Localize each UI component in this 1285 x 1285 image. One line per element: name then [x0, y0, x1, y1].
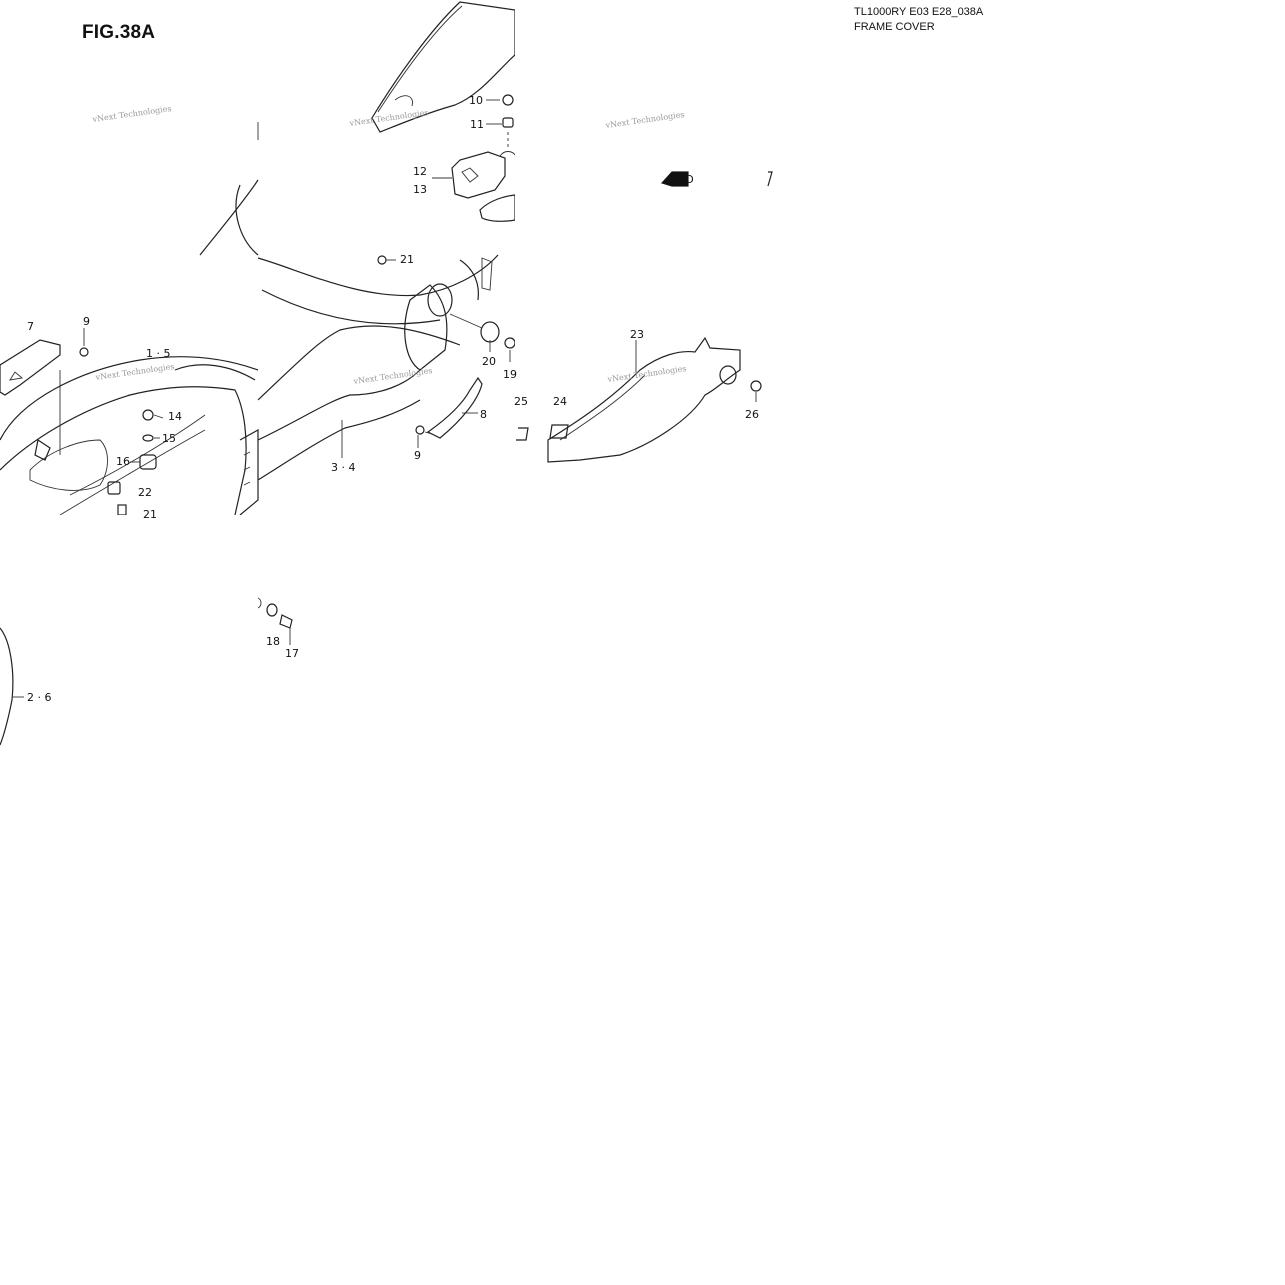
main-tile: [0, 1, 515, 515]
callout-8: 8: [480, 408, 487, 421]
callout-26: 26: [745, 408, 759, 421]
svg-text:vNext Technologies: vNext Technologies: [606, 364, 687, 384]
callout-14: 14: [168, 410, 182, 423]
callout-25: 25: [514, 395, 528, 408]
callout-18: 18: [266, 635, 280, 648]
callout-24: 24: [553, 395, 567, 408]
svg-text:vNext Technologies: vNext Technologies: [348, 108, 429, 128]
callout-10: 10: [469, 94, 483, 107]
callout-7: 7: [27, 320, 34, 333]
callout-labels: 10 11 12 13 21 7 9 1 · 5 14 15 16 22 21 …: [27, 94, 759, 704]
callout-9-left: 9: [83, 315, 90, 328]
callout-20: 20: [482, 355, 496, 368]
callout-1-5: 1 · 5: [146, 347, 171, 360]
lower-left-tile: [0, 627, 24, 746]
callout-19: 19: [503, 368, 517, 381]
watermarks: vNext Technologies vNext Technologies vN…: [91, 104, 687, 386]
figure-title: FIG.38A: [82, 22, 156, 43]
callout-16: 16: [116, 455, 130, 468]
cover-tile: [516, 171, 773, 463]
lower-middle-tile: [258, 597, 293, 645]
callout-17: 17: [285, 647, 299, 660]
callout-21-top: 21: [400, 253, 414, 266]
svg-text:vNext Technologies: vNext Technologies: [94, 362, 175, 382]
callout-9-right: 9: [414, 449, 421, 462]
callout-12: 12: [413, 165, 427, 178]
model-code: TL1000RY E03 E28_038A: [854, 6, 984, 18]
callout-23: 23: [630, 328, 644, 341]
callout-11: 11: [470, 118, 484, 131]
callout-13: 13: [413, 183, 427, 196]
callout-22: 22: [138, 486, 152, 499]
section-name: FRAME COVER: [854, 21, 935, 33]
callout-15: 15: [162, 432, 176, 445]
svg-text:vNext Technologies: vNext Technologies: [91, 104, 172, 124]
front-arrow-label: FWD: [668, 173, 694, 186]
callout-2-6: 2 · 6: [27, 691, 52, 704]
callout-21-bottom: 21: [143, 508, 157, 521]
callout-3-4: 3 · 4: [331, 461, 356, 474]
svg-text:vNext Technologies: vNext Technologies: [604, 110, 685, 130]
svg-text:vNext Technologies: vNext Technologies: [352, 366, 433, 386]
